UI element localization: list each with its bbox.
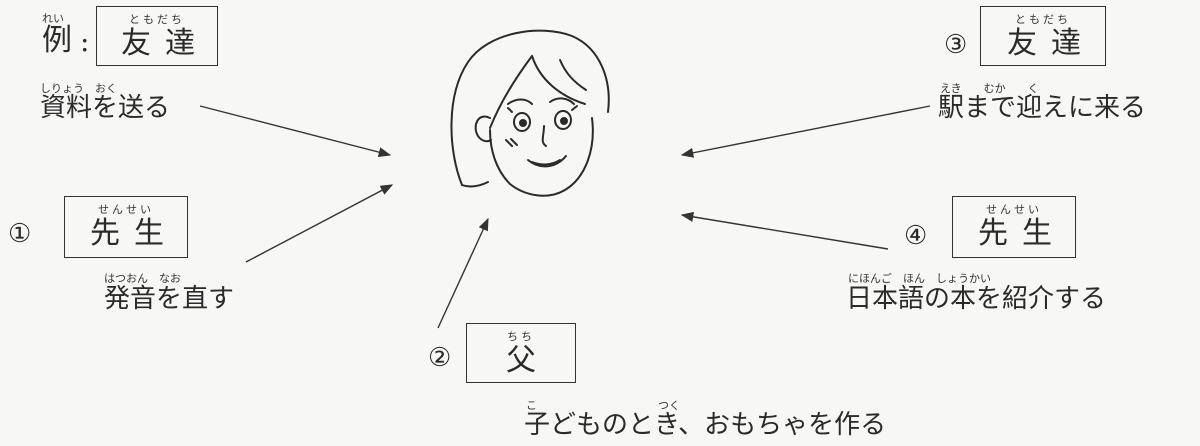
item-2-person-reading: ちち [507,330,535,343]
example-person: 友達 [121,26,209,61]
item-3-person: 友達 [1007,26,1095,61]
example-person-reading: ともだち [129,13,185,26]
item-4-sentence: 日本語の本を紹介する [846,284,1107,314]
item-1-sentence: 発音を直す [104,284,235,314]
item-4-person-box: せんせい 先生 [952,196,1076,258]
item-4-sentence-reading: にほんご ほん しょうかい [848,272,991,285]
item-4-person: 先生 [978,216,1066,251]
arrow-example [199,105,392,158]
item-1-person-reading: せんせい [98,203,154,216]
item-4-person-reading: せんせい [986,203,1042,216]
item-3-marker: ③ [944,30,968,60]
arrow-item-1 [245,184,394,263]
arrow-item-2 [437,217,489,329]
item-3-sentence-reading: えき むか く [940,82,1039,95]
item-4-marker: ④ [904,221,928,251]
example-label: 例 [42,23,72,58]
item-3-person-reading: ともだち [1015,13,1071,26]
item-1-sentence-reading: はつおん なお [104,272,181,285]
item-3-person-box: ともだち 友達 [980,6,1106,66]
arrow-item-4 [680,211,889,250]
example-label-reading: れい [42,12,64,25]
arrow-item-3 [680,105,931,158]
item-1-marker: ① [8,219,32,249]
item-2-marker: ② [428,343,452,373]
example-colon: : [80,25,90,58]
item-2-person: 父 [506,343,536,378]
example-person-box: ともだち 友達 [96,6,218,66]
item-2-person-box: ちち 父 [466,323,576,383]
example-sentence-reading: しりょう おく [40,82,117,95]
example-sentence: 資料を送る [40,93,171,123]
item-3-sentence: 駅まで迎えに来る [938,93,1147,123]
item-2-sentence: 子どものとき、おもちゃを作る [524,410,887,440]
item-1-person: 先生 [90,216,178,251]
item-2-sentence-reading: こ つく [526,399,680,412]
item-1-person-box: せんせい 先生 [64,196,188,258]
woman-face-illustration [450,29,610,197]
